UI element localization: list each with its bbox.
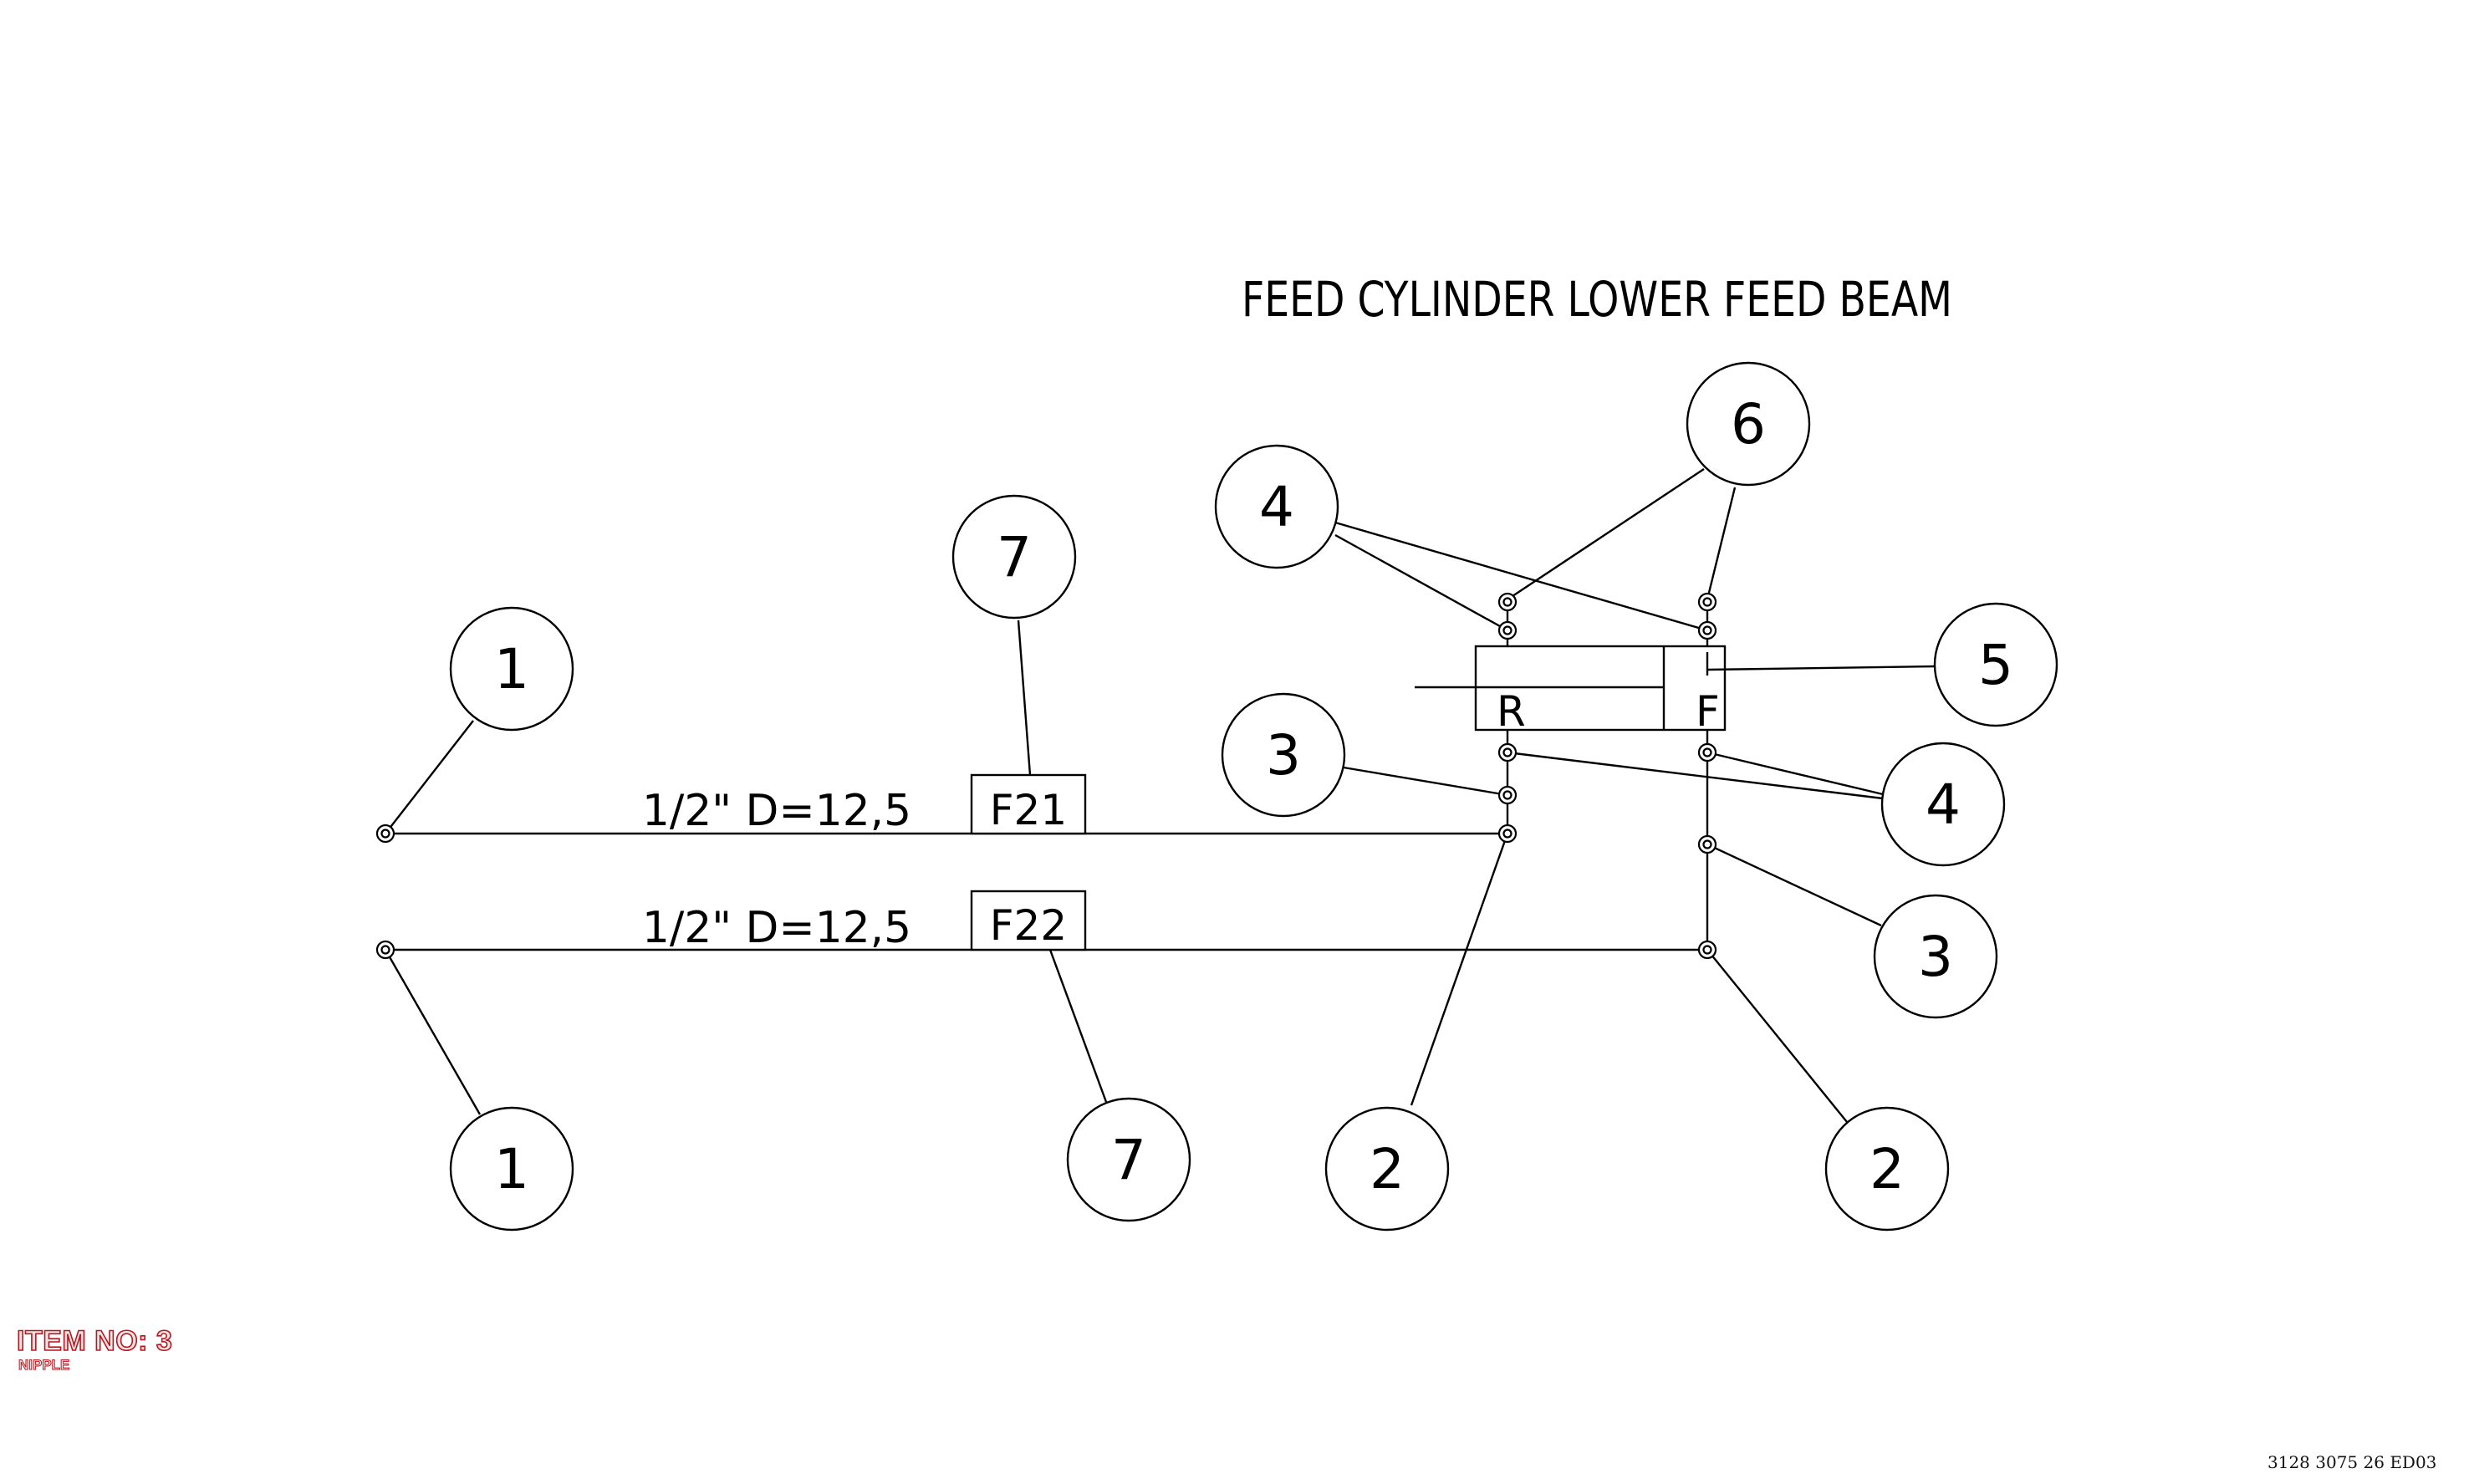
balloon-6: 6 [1686,361,1811,487]
cylinder-port-rear-label: R [1497,687,1526,736]
hose-spec-f22: 1/2" D=12,5 [642,903,911,953]
svg-text:7: 7 [997,525,1032,589]
svg-text:4: 4 [1259,475,1294,539]
balloon-1-top: 1 [449,606,574,732]
balloon-5: 5 [1933,602,2058,727]
svg-text:1: 1 [494,637,529,701]
balloon-1-bottom: 1 [449,1106,574,1232]
feed-cylinder: R F [1415,645,1727,736]
hose-tag-f22: F22 [990,901,1067,950]
svg-text:7: 7 [1111,1128,1146,1192]
balloon-4-right: 4 [1880,742,2006,867]
svg-text:3: 3 [1918,925,1953,989]
diagram-title: FEED CYLINDER LOWER FEED BEAM [1242,271,1952,328]
svg-text:3: 3 [1266,723,1301,788]
svg-text:2: 2 [1370,1137,1405,1201]
hose-tag-f21: F21 [990,786,1067,834]
hose-spec-f21: 1/2" D=12,5 [642,786,911,836]
svg-text:1: 1 [494,1137,529,1201]
fittings [375,592,1717,960]
balloon-3-right: 3 [1873,894,1998,1019]
item-name-label: NIPPLE [18,1357,70,1374]
leader-lines [384,468,1936,1123]
hose-tag-box-f21 [970,773,1087,835]
hose-tag-box-f22 [970,890,1087,951]
document-number: 3128 3075 26 ED03 [2267,1452,2437,1472]
svg-text:5: 5 [1978,633,2013,697]
svg-text:6: 6 [1731,392,1766,456]
balloon-3-left: 3 [1221,692,1346,818]
item-number-label: ITEM NO: 3 [16,1324,173,1358]
balloon-7-bottom: 7 [1066,1097,1191,1222]
balloon-7-top: 7 [951,494,1077,620]
cylinder-port-front-label: F [1696,687,1720,736]
balloon-2-right: 2 [1824,1106,1950,1232]
svg-text:2: 2 [1870,1137,1905,1201]
balloon-2-left: 2 [1324,1106,1450,1232]
balloon-4-top: 4 [1214,444,1339,569]
svg-text:4: 4 [1926,773,1961,837]
